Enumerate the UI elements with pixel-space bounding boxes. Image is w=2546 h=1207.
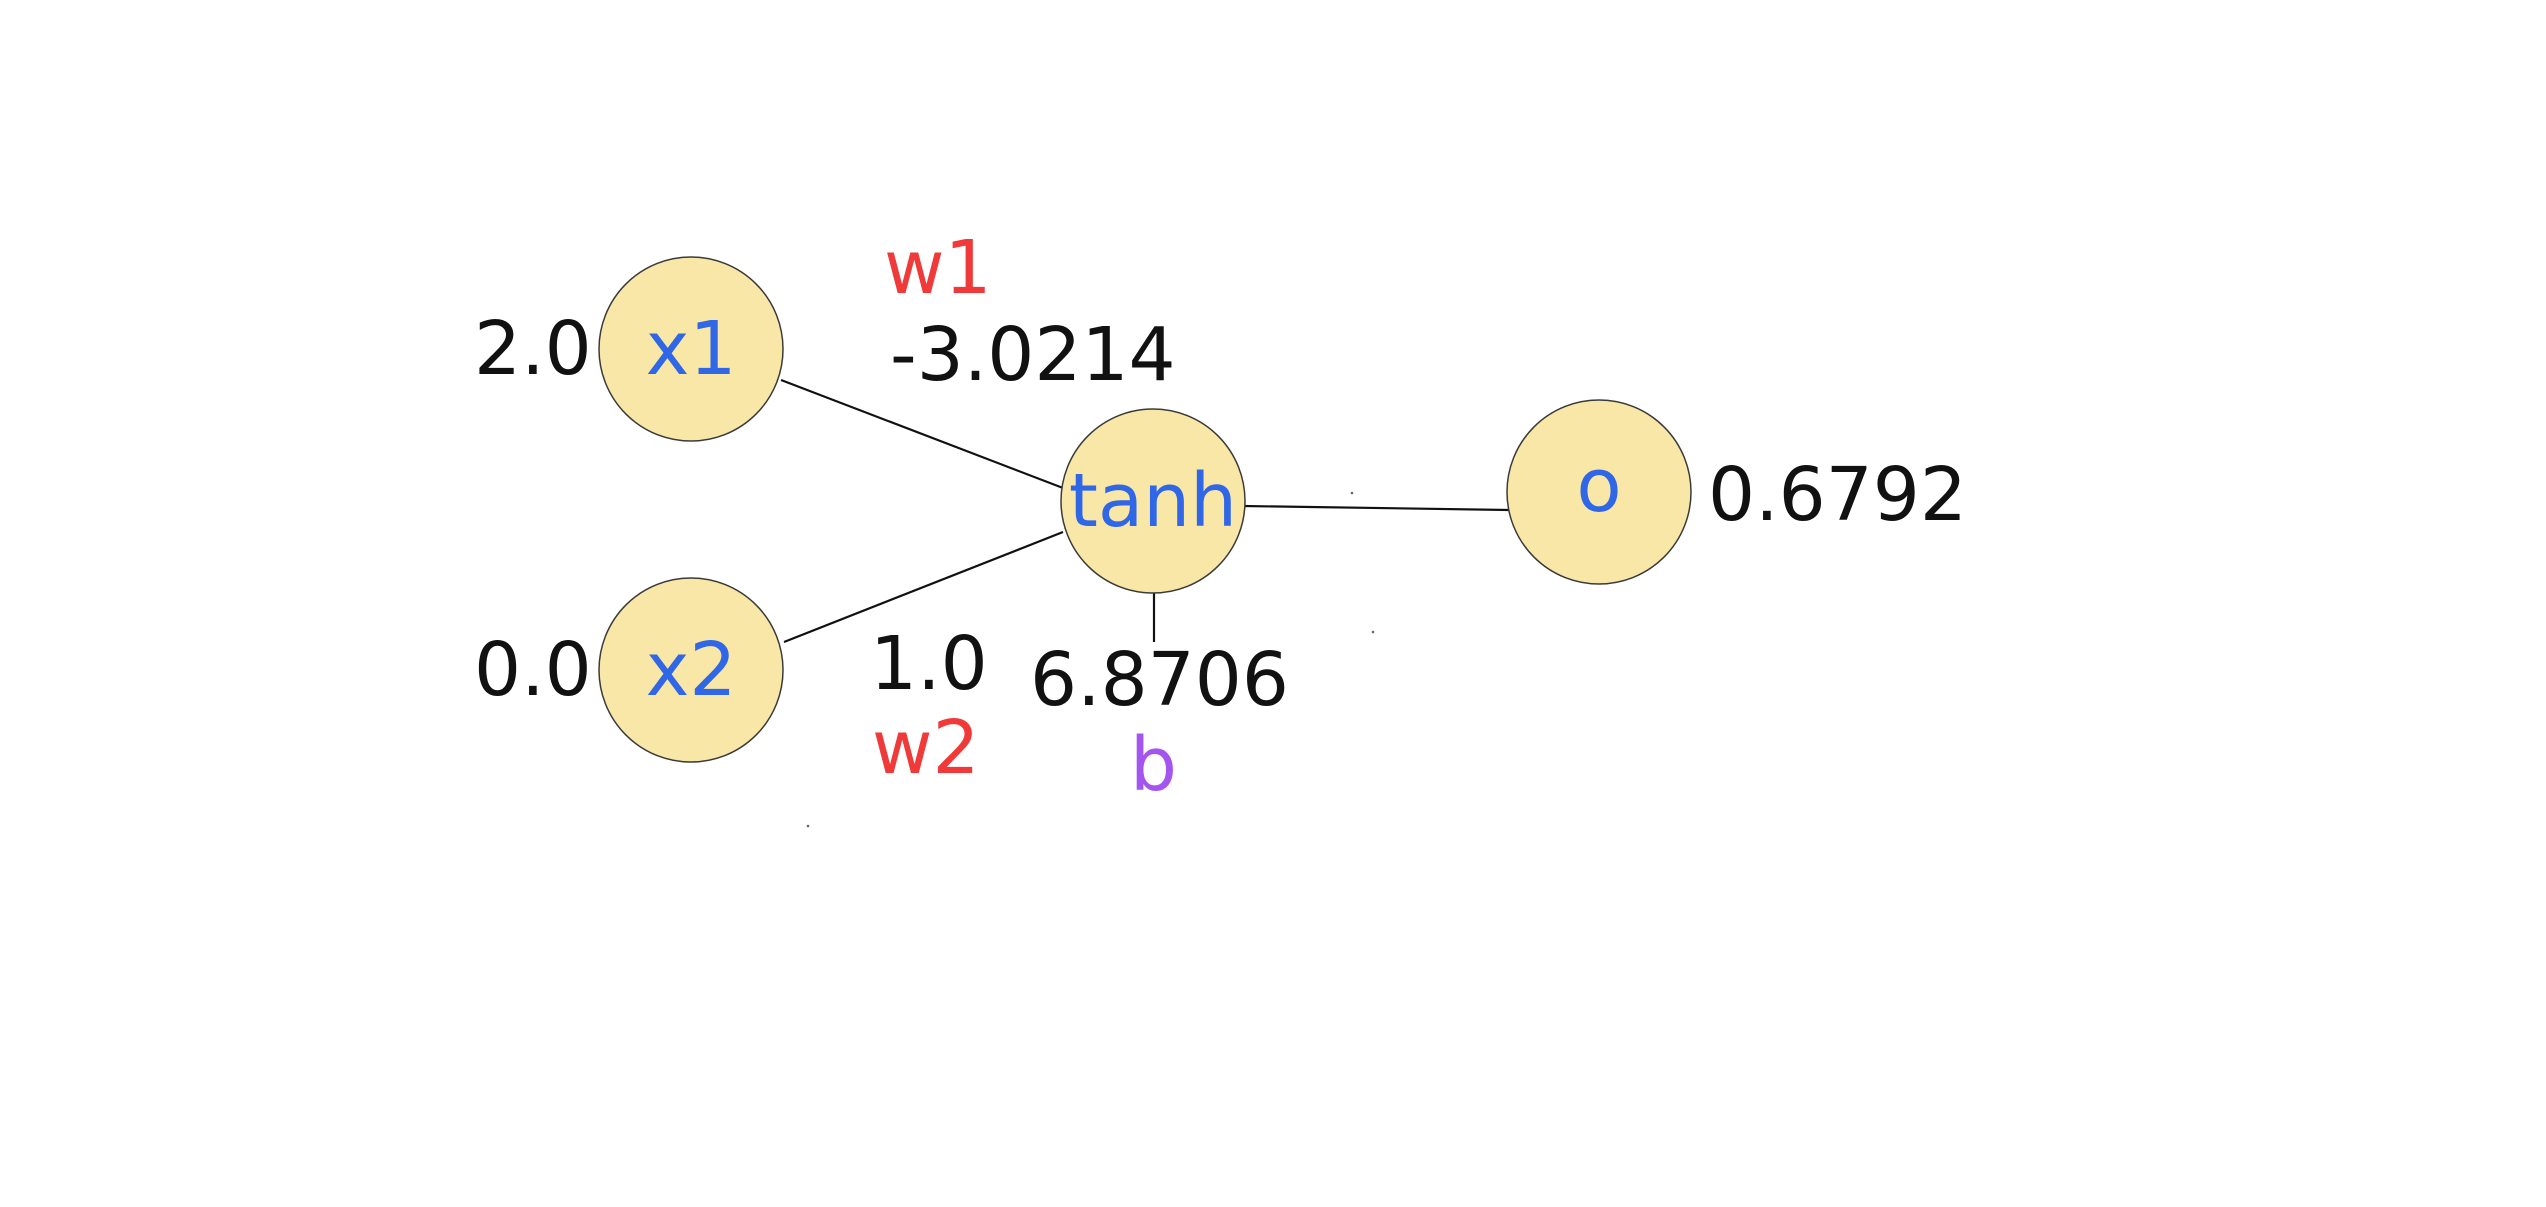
node-label-o: o (1576, 443, 1621, 529)
stray-dot (806, 824, 810, 828)
node-circle (598, 256, 784, 442)
edge-x2-to-tanh (783, 530, 1064, 644)
tanh-neuron-node: tanh (1060, 408, 1246, 594)
w1-label: w1 (884, 225, 992, 311)
node-label-x2: x2 (646, 627, 737, 713)
node-circle (1506, 399, 1692, 585)
w2-value: 1.0 (870, 621, 988, 707)
input-node-x1: x1 (598, 256, 784, 442)
stray-dot (1371, 630, 1375, 634)
stray-dot (1350, 491, 1354, 495)
input-node-x2: x2 (598, 577, 784, 763)
output-value: 0.6792 (1708, 452, 1967, 538)
bias-label: b (1130, 722, 1177, 808)
node-label-x1: x1 (646, 306, 737, 392)
x1-value: 2.0 (474, 306, 592, 392)
node-circle (598, 577, 784, 763)
w2-label: w2 (872, 705, 980, 791)
output-node-o: o (1506, 399, 1692, 585)
bias-value: 6.8706 (1030, 637, 1289, 723)
node-circle (1060, 408, 1246, 594)
edge-x1-to-tanh (780, 378, 1064, 490)
edge-tanh-to-output (1242, 504, 1510, 512)
node-label-tanh: tanh (1069, 458, 1237, 544)
w1-value: -3.0214 (890, 312, 1176, 398)
x2-value: 0.0 (474, 627, 592, 713)
